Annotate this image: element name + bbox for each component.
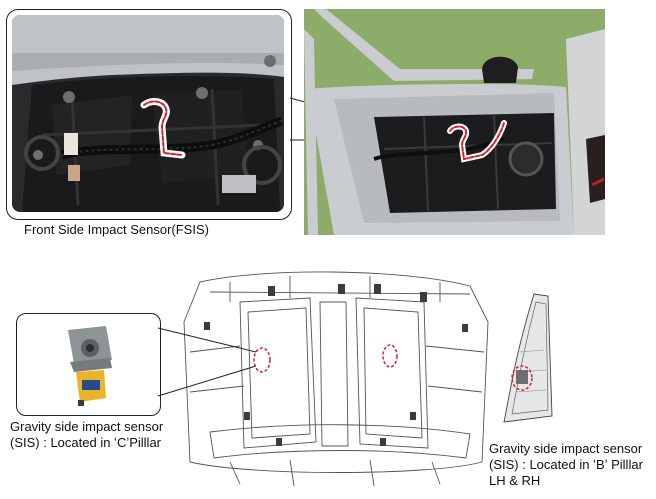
sis-right-location	[382, 344, 398, 368]
sis-b-pillar-caption-line1: Gravity side impact sensor	[489, 441, 643, 456]
fsis-highlight-outline	[143, 100, 183, 156]
sis-b-pillar-caption-line3: LH & RH	[489, 473, 541, 488]
b-pillar-trim-diagram	[503, 293, 553, 423]
front-door-photo	[304, 9, 605, 235]
vehicle-body-diagram	[183, 271, 489, 487]
sis-b-pillar-caption-line2: (SIS) : Located in ʻBʼ Pilllar	[489, 457, 643, 472]
front-door-illustration	[304, 9, 605, 235]
sis-left-location	[253, 347, 271, 373]
fsis-closeup-photo	[12, 15, 284, 212]
sis-b-pillar-location	[511, 365, 533, 391]
sis-c-pillar-photo	[20, 316, 156, 411]
door-fsis-highlight	[449, 122, 505, 161]
fsis-closeup-illustration	[12, 15, 284, 212]
fsis-caption: Front Side Impact Sensor(FSIS)	[24, 222, 209, 237]
sis-c-pillar-caption-line1: Gravity side impact sensor	[10, 419, 164, 434]
sis-sensor-illustration	[20, 316, 156, 411]
sis-c-pillar-caption-line2: (SIS) : Located in ʻCʼPilllar	[10, 435, 161, 450]
